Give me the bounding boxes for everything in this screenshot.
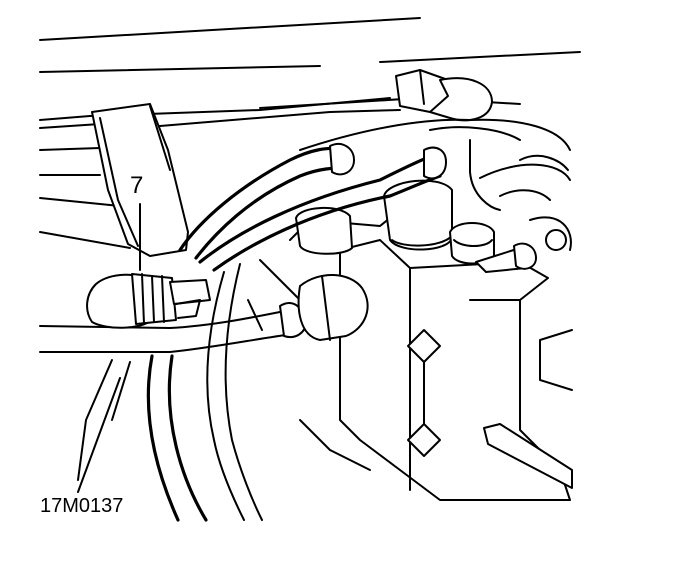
mounting-bracket bbox=[91, 103, 189, 257]
figure-reference: 17M0137 bbox=[40, 495, 124, 517]
control-lever bbox=[483, 329, 573, 489]
hose-connector bbox=[86, 273, 211, 329]
leader-lines bbox=[77, 203, 141, 493]
return-hoses bbox=[77, 263, 263, 522]
fuel-pipe-upper bbox=[178, 142, 447, 272]
union-nut bbox=[395, 69, 493, 122]
fuel-pipe-lower bbox=[39, 273, 369, 353]
injector-bodies bbox=[295, 179, 495, 265]
alignment-marks bbox=[407, 329, 441, 457]
callout-label: 7 bbox=[130, 172, 144, 199]
right-fitting bbox=[475, 216, 572, 273]
